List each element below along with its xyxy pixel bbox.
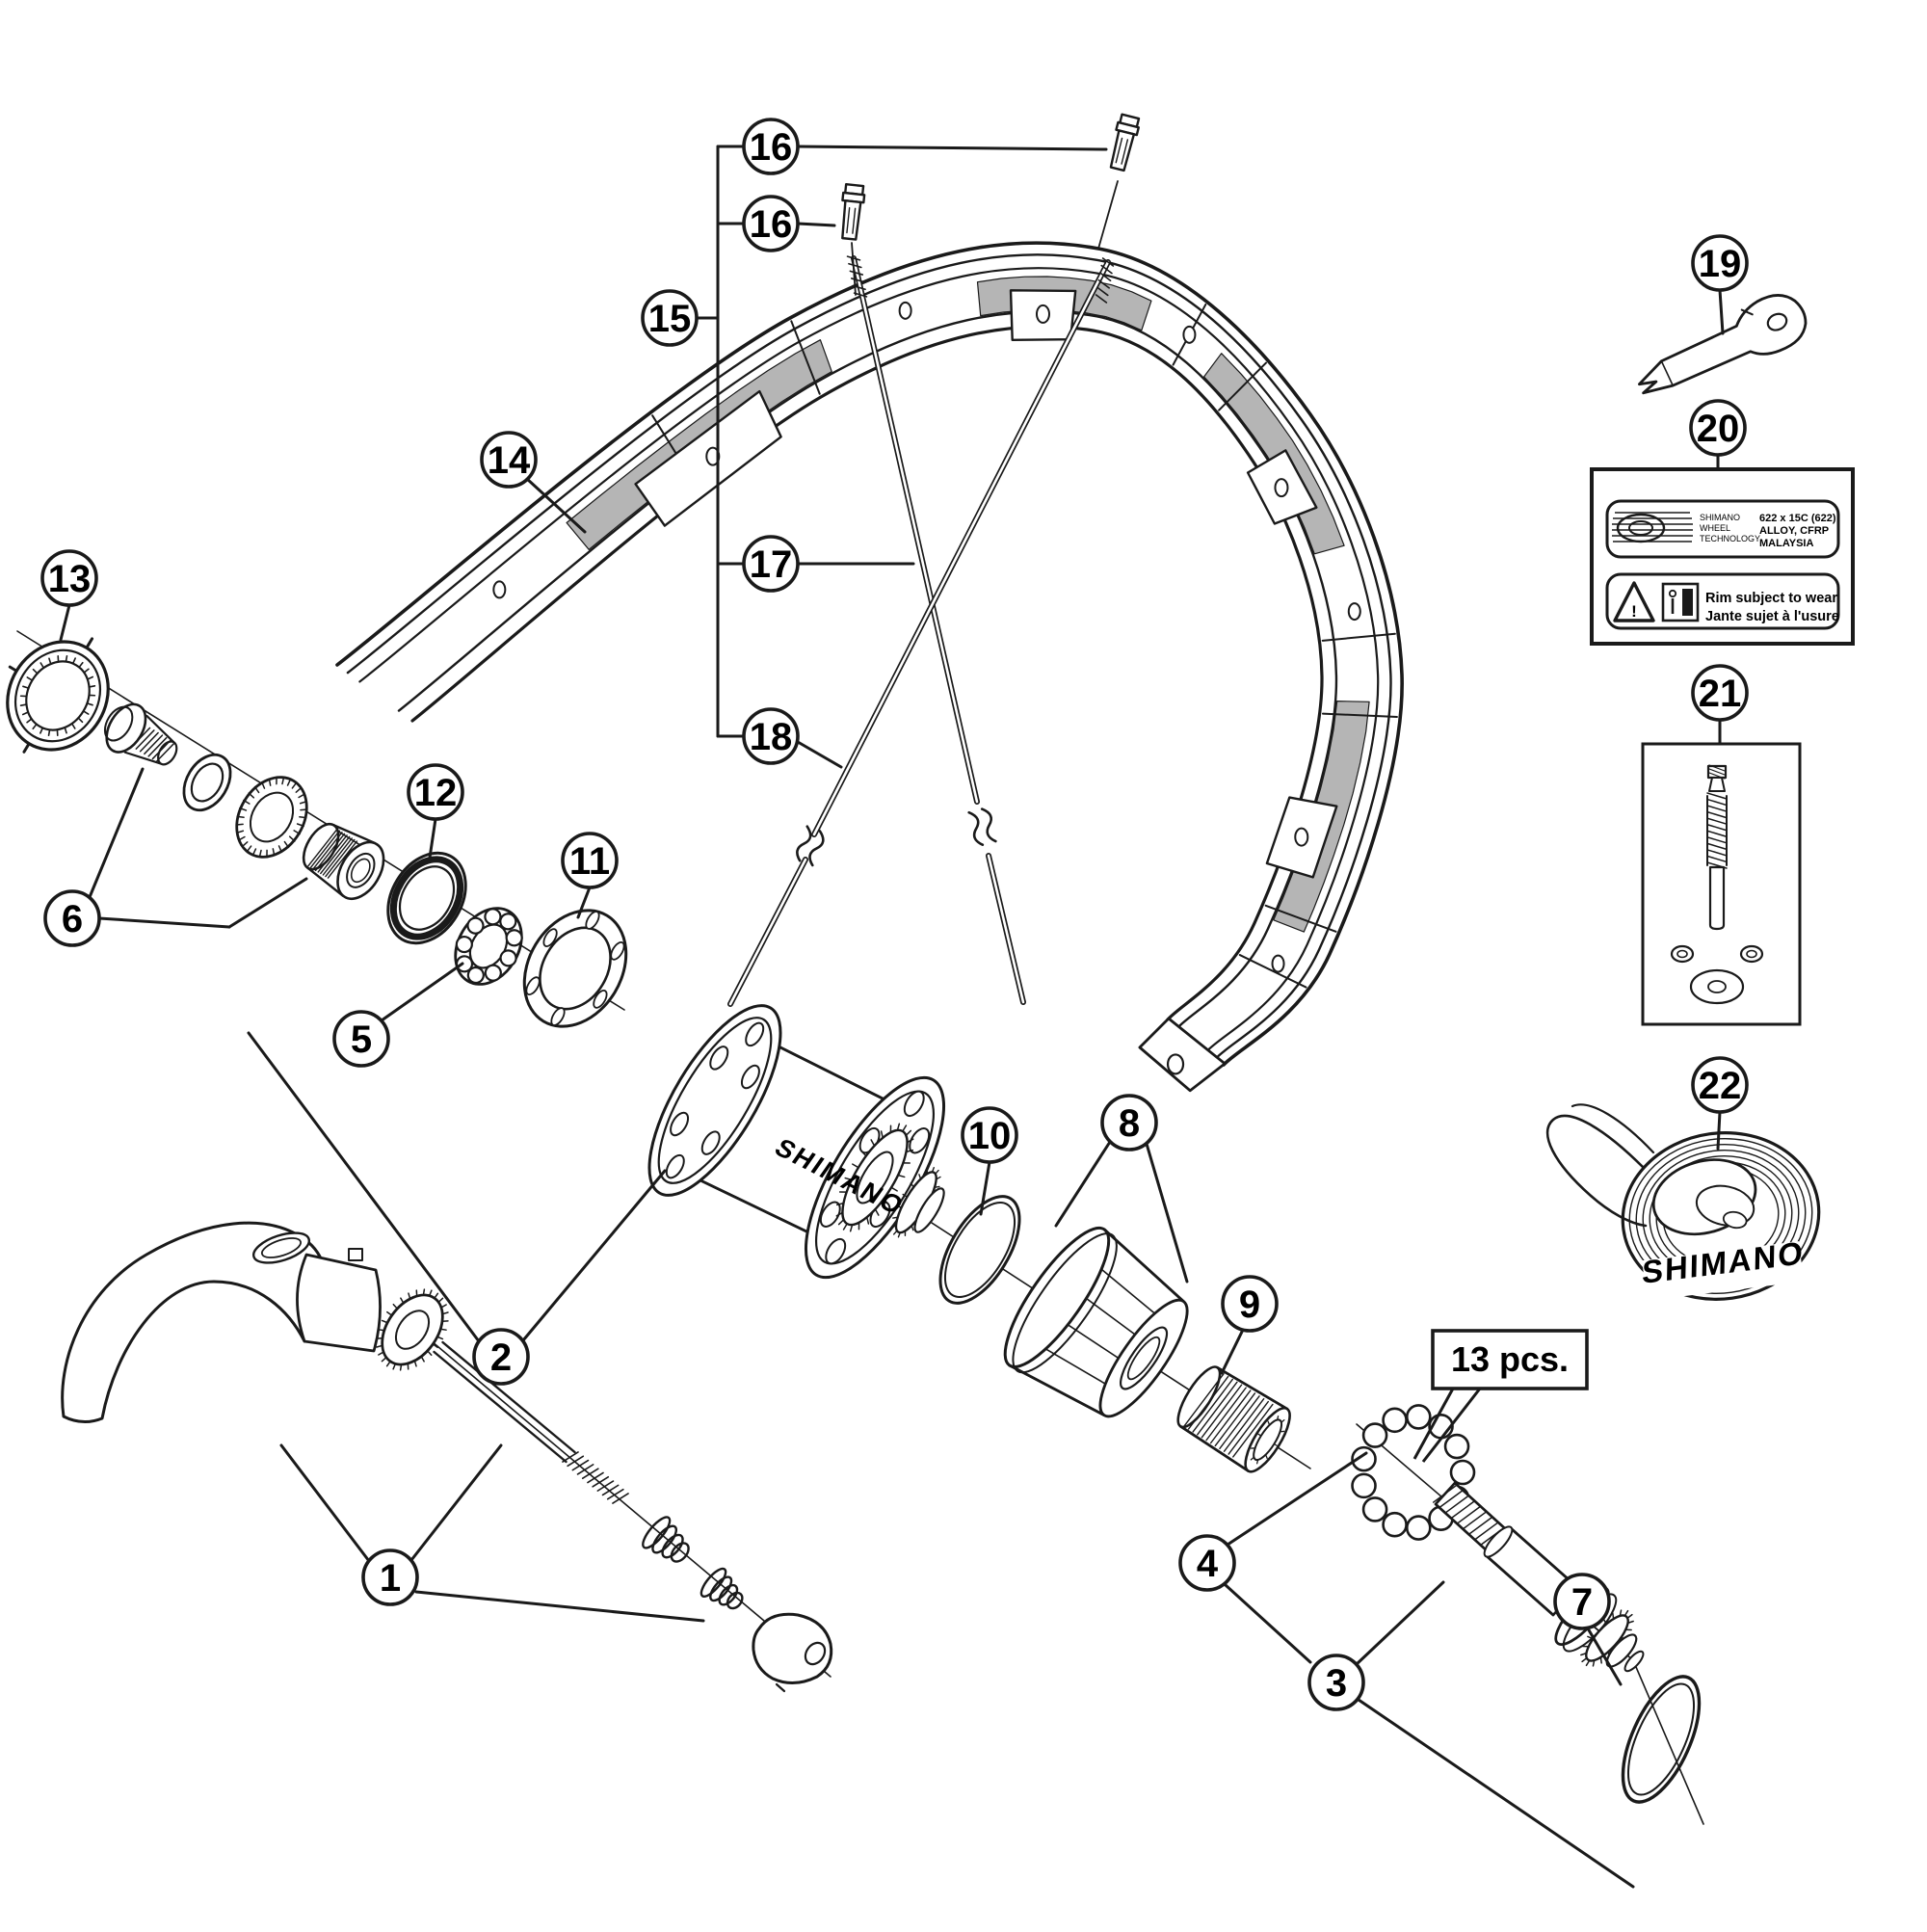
- valve-parts-box: [1641, 742, 1802, 1026]
- callout-15: 15: [641, 289, 720, 347]
- ball-retainer: [454, 907, 523, 986]
- callout-label: 19: [1699, 243, 1742, 285]
- callout-label: 16: [750, 126, 793, 169]
- manual-book-icon: [1661, 582, 1700, 622]
- callout-17: 17: [716, 535, 915, 593]
- sticker-spec-line: MALAYSIA: [1759, 538, 1813, 549]
- spoke-wrench: [1637, 294, 1808, 395]
- wheel-rim: [335, 241, 1404, 1093]
- seal-ring: [386, 851, 467, 945]
- callout-label: 22: [1699, 1065, 1742, 1107]
- callout-label: 16: [750, 203, 793, 246]
- callout-label: 4: [1197, 1543, 1219, 1585]
- qr-end-nut: [752, 1612, 833, 1693]
- callout-label: 2: [490, 1337, 512, 1379]
- callout-14: 14: [480, 431, 587, 534]
- rim-label-box: SHIMANO WHEEL TECHNOLOGY 622 x 15C (622)…: [1590, 467, 1855, 646]
- callout-label: 1: [380, 1557, 401, 1600]
- axle-sleeve: [1176, 1365, 1291, 1473]
- callout-label: 21: [1699, 673, 1742, 715]
- callout-21: 21: [1691, 664, 1749, 745]
- callout-22: 22: [1691, 1056, 1749, 1151]
- warning-text-line: Rim subject to wear: [1705, 591, 1837, 606]
- callout-16: 16: [716, 118, 1108, 175]
- callout-label: 15: [648, 298, 692, 340]
- spokes: [727, 113, 1141, 1007]
- qr-springs: [642, 1516, 744, 1610]
- callout-18: 18: [716, 707, 843, 769]
- shimano-wheel-sticker: SHIMANO WHEEL TECHNOLOGY 622 x 15C (622)…: [1605, 499, 1840, 559]
- callout-13: 13: [40, 549, 98, 642]
- quick-release-lever: [61, 1221, 449, 1423]
- callout-4: 4: [1178, 1451, 1368, 1664]
- speed-lines-logo-icon: [1612, 512, 1693, 543]
- ratchet-ring: [235, 776, 308, 859]
- callout-label: 13: [48, 558, 92, 600]
- callout-label: 3: [1326, 1662, 1347, 1705]
- sticker-spec-line: ALLOY, CFRP: [1759, 525, 1829, 537]
- freehub-body: [1003, 1226, 1189, 1418]
- lockring: [6, 637, 110, 754]
- sticker-brand-line: SHIMANO: [1700, 513, 1740, 522]
- callout-8: 8: [1054, 1094, 1189, 1284]
- callout-label: 9: [1239, 1284, 1260, 1326]
- callout-19: 19: [1691, 234, 1749, 335]
- callout-16: 16: [716, 195, 836, 252]
- callout-9: 9: [1220, 1275, 1279, 1375]
- callout-6: 6: [43, 767, 308, 947]
- callout-label: 20: [1697, 408, 1740, 450]
- lock-plate: [522, 909, 628, 1028]
- callout-label: 5: [351, 1019, 372, 1061]
- callout-11: 11: [561, 832, 619, 919]
- wear-warning-sticker: ! Rim subject to wear Jante sujet à l'us…: [1605, 572, 1840, 630]
- callout-12: 12: [407, 763, 464, 860]
- cone-lock: [302, 822, 385, 900]
- callout-label: 12: [414, 772, 458, 814]
- callout-label: 14: [488, 439, 531, 482]
- pcs-label: 13 pcs.: [1451, 1339, 1569, 1379]
- hub-body: [647, 1004, 946, 1280]
- callout-20: 20: [1689, 399, 1747, 471]
- callout-10: 10: [961, 1106, 1018, 1216]
- warning-text-line: Jante sujet à l'usure: [1705, 609, 1839, 624]
- callout-label: 8: [1119, 1102, 1140, 1145]
- callout-label: 10: [968, 1115, 1012, 1157]
- sticker-brand-line: WHEEL: [1700, 523, 1730, 533]
- washer: [182, 753, 232, 812]
- sticker-brand-line: TECHNOLOGY: [1700, 534, 1760, 543]
- rim-tape-tail: [1545, 1103, 1655, 1228]
- callout-5: 5: [332, 962, 464, 1068]
- callout-2: 2: [247, 1031, 667, 1386]
- callout-7: 7: [1553, 1573, 1623, 1686]
- ball-bearings: [1351, 1404, 1476, 1541]
- valve-extender: [1706, 764, 1728, 931]
- warning-triangle-icon: !: [1613, 581, 1655, 622]
- sticker-spec-line: 622 x 15C (622): [1759, 513, 1836, 524]
- callout-label: 17: [750, 543, 793, 586]
- callout-label: 6: [62, 898, 83, 940]
- axle-bolt: [103, 702, 178, 766]
- callout-label: 11: [569, 840, 610, 883]
- o-ring-large: [1621, 1675, 1702, 1804]
- callout-3: 3: [1307, 1580, 1635, 1889]
- callout-label: 7: [1571, 1581, 1593, 1624]
- qr-rod: [433, 1340, 629, 1504]
- o-ring-small: [938, 1195, 1021, 1305]
- warning-mark: !: [1631, 602, 1637, 621]
- callout-1: 1: [279, 1443, 705, 1623]
- pcs-callout: 13 pcs.: [1412, 1329, 1589, 1463]
- hub-parts: [6, 637, 1702, 1804]
- accessory-parts: [1545, 294, 1821, 1301]
- callout-label: 18: [750, 716, 793, 758]
